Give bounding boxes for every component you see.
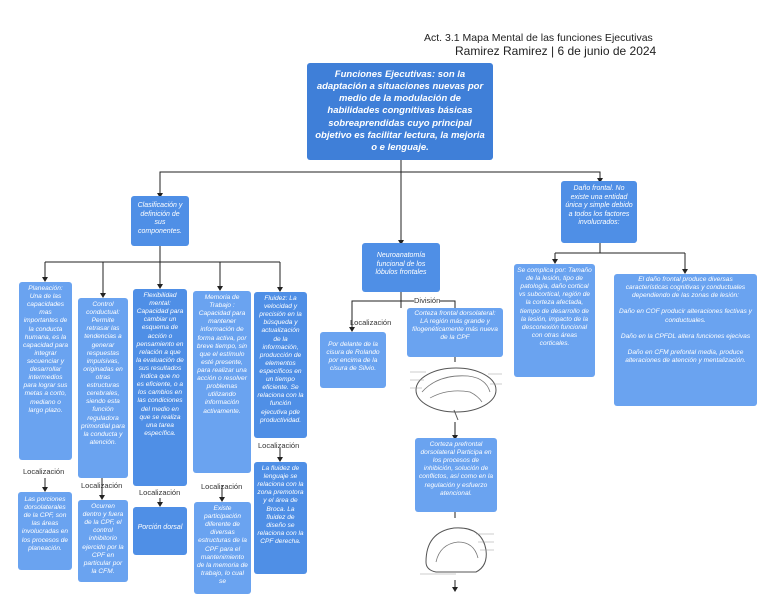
planeacion-localizacion-box: Las porciones dorsolaterales de la CPF, … [18, 492, 72, 570]
memoria-localizacion-label: Localización [201, 482, 243, 491]
control-conductual-box: Control conductual: Permite retrasar las… [78, 298, 128, 478]
corteza-frontal-box: Corteza frontal dorsolateral: LA región … [407, 308, 503, 357]
neuro-localizacion-label: Localización [350, 318, 392, 327]
brain-diagram-bottom [416, 518, 496, 580]
main-concept-box: Funciones Ejecutivas: son la adaptación … [307, 63, 493, 160]
fluidez-localizacion-label: Localización [258, 441, 300, 450]
complica-box: Se complica por: Tamaño de la lesión, ti… [514, 264, 595, 377]
fluidez-box: Fluidez: La velocidad y precisión en la … [254, 292, 307, 438]
control-localizacion-label: Localización [81, 481, 123, 490]
neuro-localizacion-box: Por delante de la cisura de Rolando por … [320, 332, 386, 388]
memoria-localizacion-box: Existe participación diferente de divers… [194, 502, 251, 594]
dano-diversas-box: El daño frontal produce diversas caracte… [614, 274, 757, 406]
clasificacion-box: Clasificación y definición de sus compon… [131, 196, 189, 246]
brain-diagram-top [408, 362, 504, 422]
neuro-division-label: División [414, 296, 441, 305]
main-concept-text: Funciones Ejecutivas: son la adaptación … [315, 68, 485, 153]
flexibilidad-localizacion-box: Porción dorsal [133, 507, 187, 555]
flexibilidad-box: Flexibilidad mental: Capacidad para camb… [133, 289, 187, 486]
control-localizacion-box: Ocurren dentro y fuera de la CPF, el con… [78, 500, 128, 582]
fluidez-localizacion-box: La fluidez de lenguaje se relaciona con … [254, 462, 307, 574]
planeacion-localizacion-label: Localización [23, 467, 65, 476]
author-date: Ramirez Ramirez | 6 de junio de 2024 [455, 44, 657, 58]
planeacion-box: Planeación: Una de las capacidades mas i… [19, 282, 72, 460]
neuroanatomia-box: Neuroanatomía funcional de los lóbulos f… [362, 243, 440, 292]
corteza-prefrontal-box: Corteza prefrontal dorsolateral Particip… [415, 438, 497, 512]
flexibilidad-localizacion-label: Localización [139, 488, 181, 497]
memoria-trabajo-box: Memoria de Trabajo : Capacidad para mant… [193, 291, 251, 473]
dano-frontal-box: Daño frontal. No existe una entidad únic… [561, 181, 637, 243]
document-title: Act. 3.1 Mapa Mental de las funciones Ej… [424, 32, 653, 44]
